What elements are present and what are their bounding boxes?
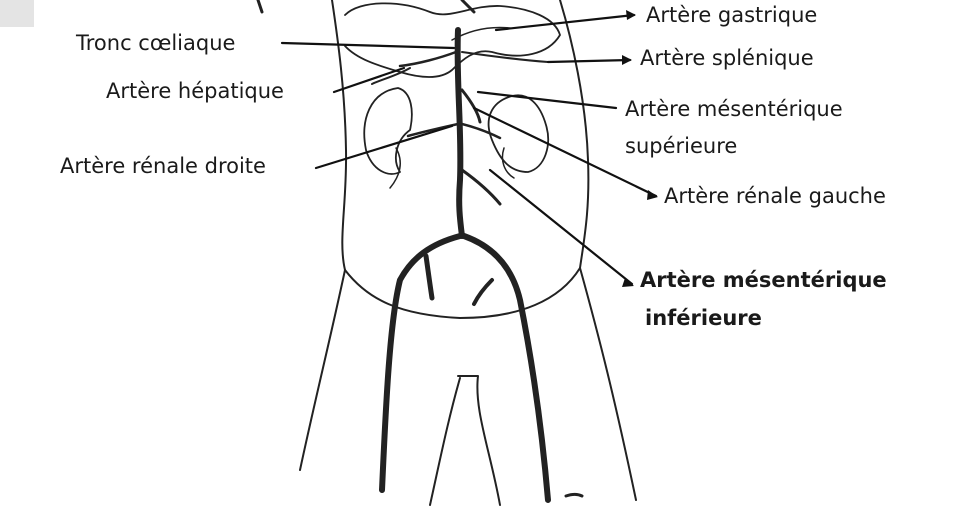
iliac-internal-right [472, 278, 494, 306]
celiac-branch [398, 50, 458, 68]
label-artere-gastrique: Artère gastrique [646, 3, 818, 27]
label-mesenterique-superieure-line2: supérieure [625, 134, 738, 158]
label-tronc-coeliaque: Tronc cœliaque [76, 31, 236, 55]
leg-outline-right [579, 267, 637, 501]
renal-right-branch [406, 122, 460, 138]
body-outline-right [559, 0, 590, 269]
leader-gastrique [494, 13, 636, 32]
arrowhead-renale-gauche [647, 190, 658, 200]
label-artere-splenique: Artère splénique [640, 46, 814, 70]
arrowhead-mes-inf [622, 278, 634, 287]
corner-shade [0, 0, 34, 27]
hepatic-branch [371, 67, 411, 85]
leader-splenique [546, 58, 632, 64]
leader-renale-gauche [472, 106, 658, 198]
inf-mesenteric-branch [460, 168, 502, 206]
leader-tronc [280, 41, 456, 50]
label-mesenterique-inferieure-line2: inférieure [645, 306, 762, 330]
pelvic-outline [344, 267, 581, 319]
label-mesenterique-inferieure-line1: Artère mésentérique [640, 268, 887, 292]
ureter-left [501, 147, 515, 179]
leader-renale-droite [314, 124, 454, 170]
stomach-loop [344, 2, 561, 78]
ureter-right [389, 147, 402, 189]
iliac-right [461, 233, 551, 503]
leader-mes-sup [476, 90, 618, 110]
label-artere-renale-droite: Artère rénale droite [60, 154, 266, 178]
label-artere-hepatique: Artère hépatique [106, 79, 284, 103]
leg-outline-left [299, 269, 346, 471]
splenic-branch [461, 51, 549, 63]
iliac-left [379, 233, 463, 493]
leader-mes-inf [488, 168, 634, 286]
arrowhead-splenique [622, 55, 632, 65]
aorta [454, 27, 465, 239]
kidney-left [487, 94, 550, 173]
arrowhead-gastrique [626, 10, 636, 20]
body-outline-left [331, 0, 348, 271]
label-mesenterique-superieure-line1: Artère mésentérique [625, 97, 843, 121]
sup-mesenteric-branch [460, 88, 482, 124]
label-artere-renale-gauche: Artère rénale gauche [664, 184, 886, 208]
leader-hepatique [332, 66, 406, 94]
tail-outline [429, 375, 501, 506]
femoral-right-tail [564, 493, 584, 498]
renal-left-branch [460, 122, 502, 140]
iliac-internal-left [423, 253, 435, 301]
top-fragment-left [256, 0, 264, 14]
kidney-right [363, 87, 413, 175]
